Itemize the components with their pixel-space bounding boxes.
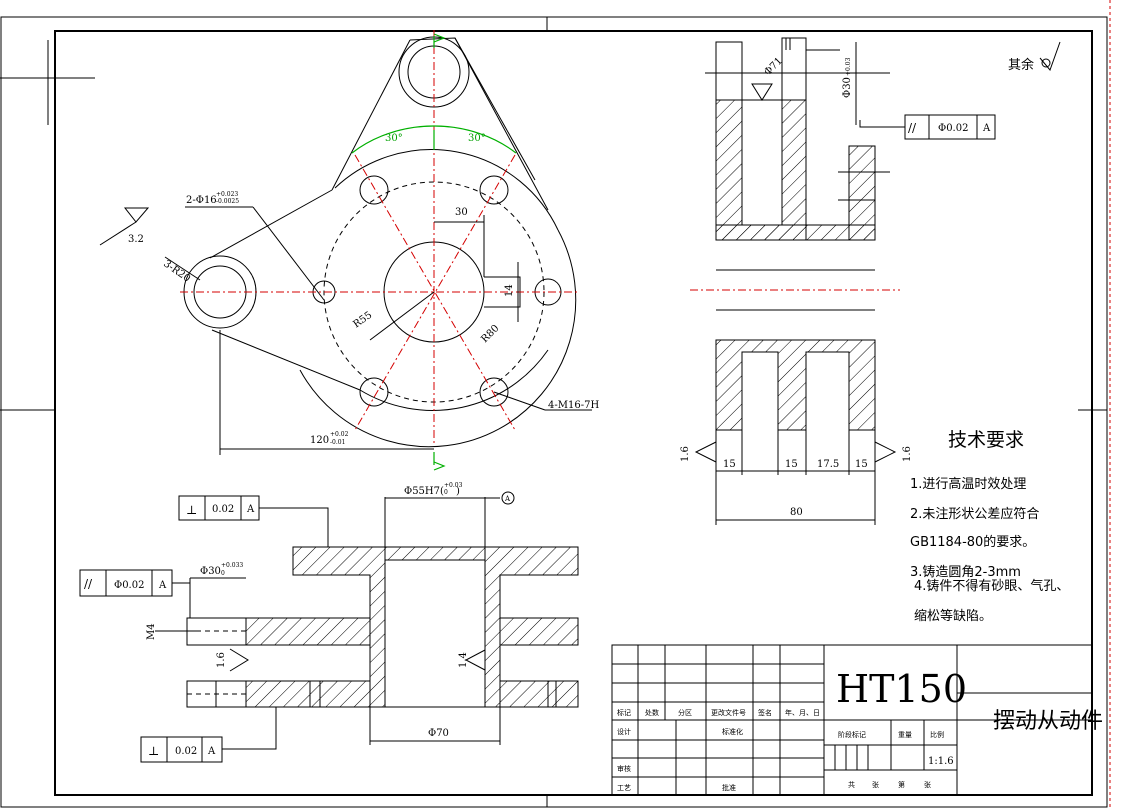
- svg-text:0: 0: [444, 489, 448, 496]
- svg-text:+0.03: +0.03: [845, 57, 852, 76]
- roughness-other-note: 其余: [1008, 41, 1061, 73]
- requirement-3: 3.铸造圆角2-3mm: [910, 564, 1021, 580]
- thread-label: 4-M16-7H: [548, 400, 599, 411]
- svg-text:比例: 比例: [930, 730, 944, 739]
- r55-label: R55: [351, 310, 374, 331]
- bore-dim: Φ55H7(: [404, 486, 444, 497]
- svg-text:+0.03: +0.03: [444, 482, 463, 489]
- section-view: Φ55H7( +0.03 0 ) A Φ30 +0.033 0 M4 1.6 1…: [146, 482, 579, 745]
- svg-text:+0.033: +0.033: [221, 562, 243, 569]
- svg-text:A: A: [504, 495, 511, 503]
- technical-requirements: 技术要求 1.进行高温时效处理 2.未注形状公差应符合 GB1184-80的要求…: [910, 429, 1069, 624]
- angle-right-label: 30°: [468, 133, 486, 144]
- svg-text://: //: [908, 121, 917, 135]
- svg-text:张: 张: [924, 780, 931, 789]
- fcf-right: // Φ0.02 A: [859, 114, 996, 140]
- hole-2-label: 2-Φ16: [186, 195, 217, 206]
- side-view: Φ71 Φ30 +0.03 1.6 1.6 15 15 17.5 15 80: [680, 37, 913, 525]
- svg-text:A: A: [158, 580, 167, 591]
- material-label: HT150: [836, 667, 967, 711]
- svg-text:Φ0.02: Φ0.02: [938, 123, 968, 134]
- svg-text:⊥: ⊥: [148, 744, 159, 758]
- m4-dim: M4: [146, 623, 157, 640]
- svg-text:+0.023: +0.023: [216, 191, 238, 198]
- roughness-sec-right: 1.4: [458, 652, 469, 668]
- r80-label: R80: [479, 323, 501, 345]
- r20-label: 3-R20: [161, 258, 192, 284]
- fcf-top: ⊥ 0.02 A: [178, 495, 329, 547]
- roughness-side-right: 1.6: [902, 446, 913, 462]
- phi70-dim: Φ70: [428, 728, 449, 739]
- svg-text:): ): [456, 486, 460, 497]
- svg-text:签名: 签名: [758, 708, 772, 717]
- requirement-4b: 缩松等缺陷。: [914, 608, 992, 624]
- dim-15a: 15: [723, 459, 736, 470]
- svg-text:处数: 处数: [645, 708, 659, 717]
- svg-text:⊥: ⊥: [186, 503, 197, 517]
- dim-14: 14: [504, 284, 515, 297]
- top-view: 30° 30° 2-Φ16 +0.023 -0.0025 3.2 3-R20 R…: [99, 30, 599, 471]
- svg-text:工艺: 工艺: [617, 784, 631, 792]
- svg-text:张: 张: [872, 780, 879, 789]
- svg-text:重量: 重量: [898, 731, 912, 739]
- requirement-2: 2.未注形状公差应符合: [910, 506, 1039, 522]
- dim-15c: 15: [855, 459, 868, 470]
- svg-text:-0.01: -0.01: [330, 439, 345, 446]
- phi30-dim: Φ30: [200, 566, 221, 577]
- svg-text:第: 第: [898, 780, 905, 789]
- svg-text:年、月、日: 年、月、日: [785, 708, 820, 717]
- svg-text://: //: [84, 577, 93, 591]
- svg-text:标准化: 标准化: [722, 727, 743, 736]
- svg-text:Φ0.02: Φ0.02: [114, 580, 144, 591]
- svg-text:A: A: [207, 746, 216, 757]
- svg-text:共: 共: [848, 780, 855, 789]
- side-phi30: Φ30: [842, 77, 853, 98]
- roughness-32: 3.2: [128, 234, 144, 245]
- svg-text:阶段标记: 阶段标记: [838, 730, 866, 739]
- roughness-sec-left: 1.6: [216, 652, 227, 668]
- requirements-title: 技术要求: [948, 429, 1024, 451]
- part-name: 摆动从动件: [993, 709, 1103, 734]
- svg-text:批准: 批准: [722, 783, 736, 792]
- datum-marker: [501, 491, 515, 505]
- svg-text:0.02: 0.02: [212, 504, 234, 515]
- svg-text:-0.0025: -0.0025: [216, 198, 239, 205]
- svg-text:A: A: [246, 504, 255, 515]
- dim-30: 30: [455, 207, 468, 218]
- svg-text:设计: 设计: [617, 727, 631, 736]
- svg-text:0.02: 0.02: [175, 746, 197, 757]
- requirement-1: 1.进行高温时效处理: [910, 476, 1026, 492]
- dim-15b: 15: [785, 459, 798, 470]
- svg-text:0: 0: [221, 570, 225, 577]
- svg-text:更改文件号: 更改文件号: [711, 708, 746, 717]
- title-block: HT150 摆动从动件 1:1.6 标记 处数 分区 更改文件号 签名 年、月、…: [611, 644, 1103, 796]
- svg-text:标记: 标记: [617, 708, 631, 717]
- scale-value: 1:1.6: [928, 756, 954, 767]
- svg-text:+0.02: +0.02: [330, 431, 349, 438]
- roughness-side-left: 1.6: [680, 446, 691, 462]
- fcf-bottom: ⊥ 0.02 A: [140, 707, 277, 763]
- requirement-2b: GB1184-80的要求。: [910, 534, 1035, 550]
- dim-175: 17.5: [817, 459, 839, 470]
- fcf-left: // Φ0.02 A: [79, 569, 190, 597]
- dim-120: 120: [310, 435, 329, 446]
- svg-text:审核: 审核: [617, 764, 631, 773]
- roughness-other-text: 其余: [1008, 57, 1034, 73]
- svg-text:分区: 分区: [678, 708, 692, 717]
- svg-text:A: A: [982, 123, 991, 134]
- dim-80: 80: [790, 507, 803, 518]
- angle-left-label: 30°: [385, 133, 403, 144]
- requirement-4: 4.铸件不得有砂眼、气孔、: [914, 578, 1069, 594]
